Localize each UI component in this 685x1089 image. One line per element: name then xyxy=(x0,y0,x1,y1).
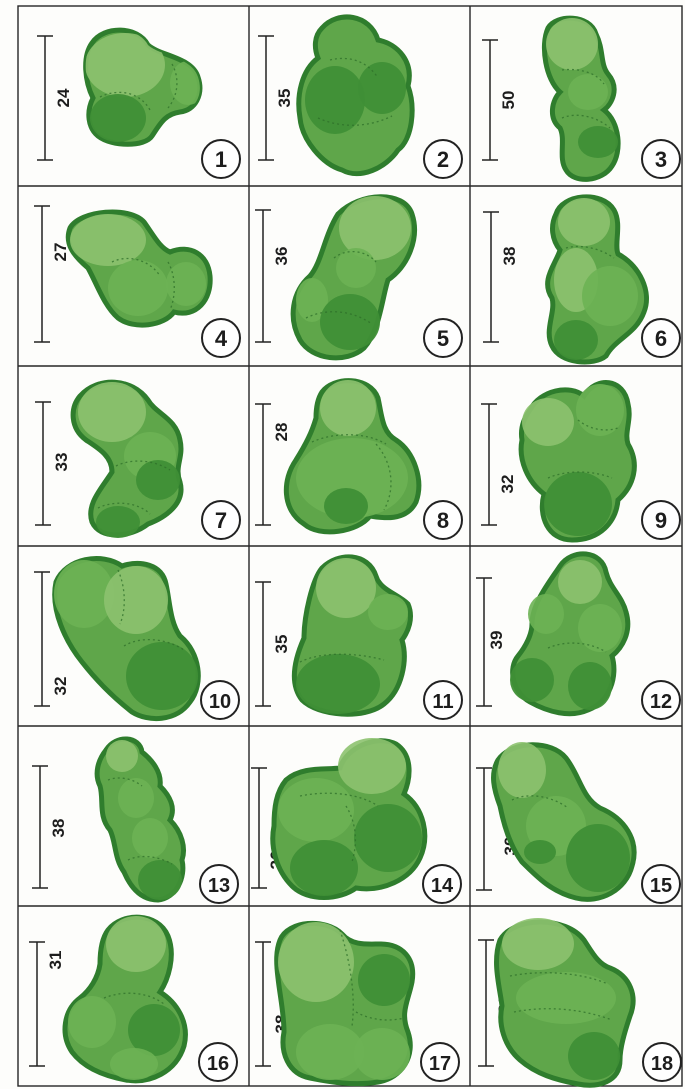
hole-number-6: 6 xyxy=(655,326,667,351)
scale-label-3: 50 xyxy=(499,91,518,110)
scale-label-2: 35 xyxy=(275,89,294,108)
scale-label-6: 38 xyxy=(500,247,519,266)
hole-number-8: 8 xyxy=(437,508,449,533)
scale-label-7: 33 xyxy=(52,453,71,472)
scale-label-1: 24 xyxy=(54,88,73,107)
scale-label-8: 28 xyxy=(272,423,291,442)
hole-number-18: 18 xyxy=(651,1053,673,1075)
scale-label-12: 39 xyxy=(487,631,506,650)
hole-number-3: 3 xyxy=(655,147,667,172)
hole-number-14: 14 xyxy=(431,875,454,897)
scale-label-9: 32 xyxy=(498,475,517,494)
green-shape-17 xyxy=(277,922,413,1084)
hole-number-13: 13 xyxy=(208,875,230,897)
hole-number-7: 7 xyxy=(215,508,227,533)
hole-number-17: 17 xyxy=(429,1053,451,1075)
hole-number-16: 16 xyxy=(207,1053,229,1075)
hole-number-10: 10 xyxy=(209,691,231,713)
hole-number-9: 9 xyxy=(655,508,667,533)
scale-label-5: 36 xyxy=(272,247,291,266)
scale-label-10: 32 xyxy=(51,677,70,696)
hole-number-11: 11 xyxy=(432,691,453,713)
scale-label-11: 35 xyxy=(272,635,291,654)
hole-number-5: 5 xyxy=(437,326,449,351)
hole-number-12: 12 xyxy=(650,691,672,713)
hole-number-15: 15 xyxy=(650,875,672,897)
scale-label-16: 31 xyxy=(46,951,65,970)
hole-number-1: 1 xyxy=(215,147,227,172)
hole-number-4: 4 xyxy=(215,326,228,351)
hole-number-2: 2 xyxy=(437,147,449,172)
scale-label-13: 38 xyxy=(49,819,68,838)
